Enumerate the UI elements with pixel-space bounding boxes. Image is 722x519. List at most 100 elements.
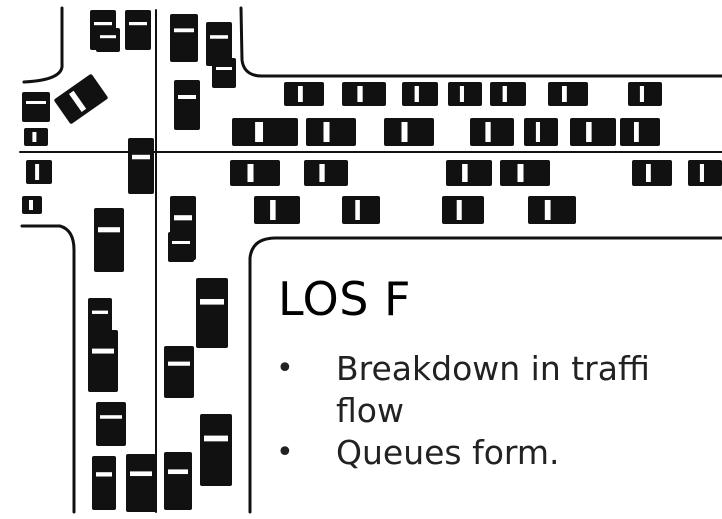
car-icon: [232, 118, 298, 146]
car-window: [319, 164, 325, 182]
car-window: [94, 22, 112, 26]
car-icon: [125, 10, 151, 50]
los-heading: LOS F: [278, 272, 411, 326]
car-window: [323, 122, 330, 142]
car-window: [255, 122, 264, 142]
car-window: [35, 164, 40, 180]
car-icon: [126, 454, 156, 512]
car-icon: [470, 118, 514, 146]
bullet-item: flow: [276, 390, 722, 432]
car-window: [200, 299, 224, 305]
car-icon: [164, 452, 192, 510]
car-icon: [632, 160, 672, 186]
car-window: [130, 471, 152, 477]
car-window: [129, 22, 147, 26]
car-window: [168, 361, 190, 366]
bullet-marker: •: [276, 351, 294, 386]
car-window: [100, 35, 116, 39]
car-icon: [628, 82, 662, 106]
car-window: [92, 348, 114, 354]
car-icon: [96, 402, 126, 446]
car-window: [639, 86, 644, 102]
car-window: [298, 86, 303, 102]
car-icon: [342, 82, 386, 106]
cars-layer: [22, 10, 722, 512]
car-window: [699, 164, 704, 182]
bullet-item: • Breakdown in traffi: [276, 348, 722, 390]
car-icon: [92, 456, 116, 510]
car-window: [178, 95, 196, 99]
road-edge-right-upper: [239, 6, 722, 78]
car-window: [562, 86, 567, 102]
car-window: [210, 35, 228, 39]
car-icon: [284, 82, 324, 106]
car-window: [168, 469, 188, 475]
car-icon: [94, 208, 124, 272]
car-window: [98, 227, 120, 233]
car-window: [544, 200, 551, 220]
car-window: [634, 122, 639, 142]
bullet-text: Breakdown in traffi: [336, 349, 650, 388]
car-icon: [306, 118, 356, 146]
car-window: [462, 164, 468, 182]
car-icon: [620, 118, 660, 146]
car-window: [586, 122, 592, 142]
road-edge-left-lower: [20, 224, 76, 514]
car-icon: [524, 118, 558, 146]
car-icon: [230, 160, 280, 186]
car-icon: [304, 160, 348, 186]
car-icon: [254, 196, 300, 224]
car-icon: [442, 196, 484, 224]
car-icon: [206, 22, 232, 66]
car-icon: [128, 138, 154, 194]
road-edge-left-upper: [22, 6, 64, 84]
road-edge-right-lower: [248, 236, 722, 514]
car-icon: [342, 196, 380, 224]
car-window: [174, 28, 194, 33]
car-window: [355, 200, 360, 220]
car-icon: [170, 14, 198, 62]
car-icon: [688, 160, 722, 186]
car-window: [26, 101, 46, 104]
car-window: [32, 132, 37, 142]
car-icon: [500, 160, 550, 186]
bullet-text: flow: [336, 391, 404, 430]
car-window: [174, 215, 192, 221]
bullet-text: Queues form.: [336, 433, 560, 472]
car-window: [204, 435, 228, 442]
car-icon: [548, 82, 588, 106]
car-window: [414, 86, 419, 102]
bullet-item: • Queues form.: [276, 432, 722, 474]
car-window: [132, 154, 150, 160]
car-icon: [448, 82, 482, 106]
car-icon: [22, 92, 50, 122]
car-window: [535, 122, 540, 142]
car-window: [459, 86, 464, 102]
car-icon: [54, 74, 108, 124]
car-window: [29, 200, 33, 210]
car-icon: [212, 58, 236, 88]
car-icon: [88, 330, 118, 392]
car-window: [517, 164, 524, 182]
car-window: [485, 122, 491, 142]
car-window: [401, 122, 408, 142]
car-window: [646, 164, 651, 182]
car-icon: [96, 28, 120, 52]
car-window: [69, 90, 87, 112]
car-icon: [196, 278, 228, 348]
car-icon: [168, 232, 194, 262]
bullet-marker: •: [276, 435, 294, 470]
car-icon: [88, 298, 112, 340]
car-icon: [200, 414, 232, 486]
car-icon: [446, 160, 492, 186]
car-window: [216, 67, 232, 70]
car-window: [270, 200, 276, 220]
car-window: [92, 310, 108, 314]
car-icon: [164, 346, 194, 398]
car-window: [100, 415, 122, 419]
car-window: [172, 241, 190, 244]
car-icon: [570, 118, 616, 146]
car-icon: [490, 82, 526, 106]
bullet-list: • Breakdown in traffi flow • Queues form…: [276, 348, 722, 474]
